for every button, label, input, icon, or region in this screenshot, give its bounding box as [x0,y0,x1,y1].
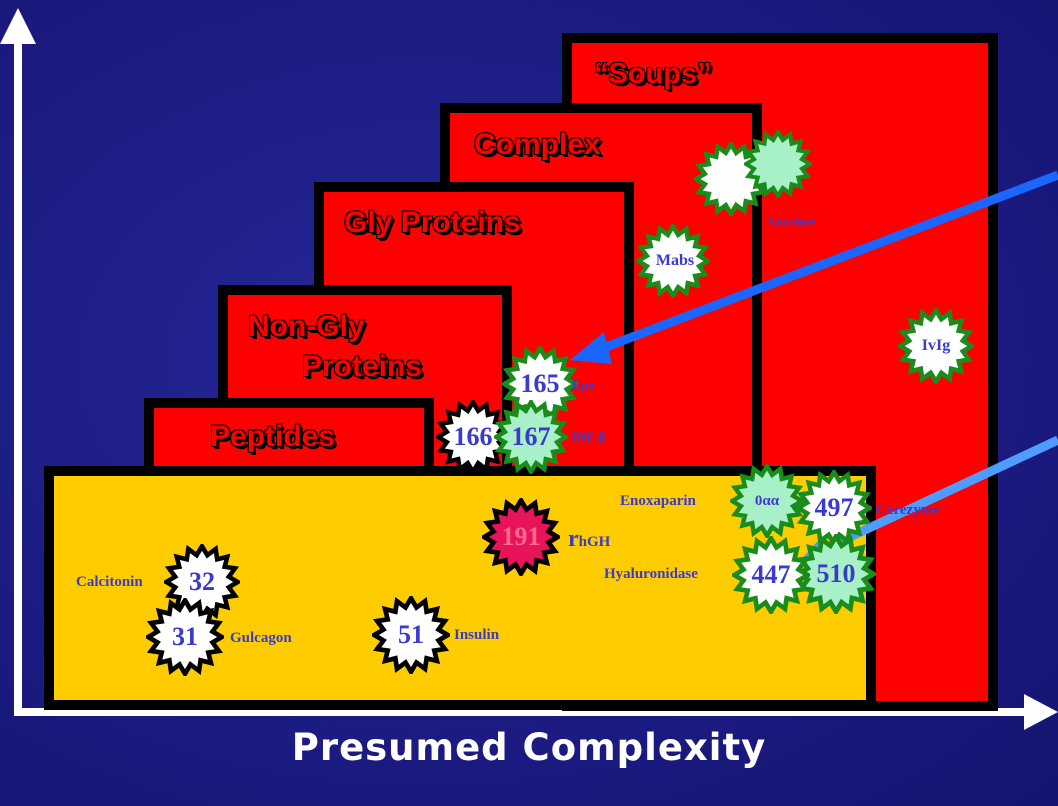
insulin-label: Insulin [454,627,500,643]
star-191: 191 [482,498,560,576]
rhgh-r: r [568,526,579,552]
star-447: 447 [732,536,810,614]
gly-proteins-label: Gly Proteins [344,206,521,239]
star-0aa-text: 0αα [754,492,780,509]
star-510: 510 [796,534,876,614]
arrow-to-447 [820,435,1058,555]
star-165: 165 [502,346,578,422]
rhgh-suffix: hGH [578,534,611,550]
gulcagon-label: Gulcagon [230,630,292,646]
arrow-to-165 [596,170,1058,355]
star-510-number: 510 [816,559,856,588]
star-51-number: 51 [398,620,424,649]
calcitonin-label: Calcitonin [76,574,143,590]
star-447-number: 447 [751,560,791,589]
star-167: 167 [494,400,568,474]
non-gly-label-line2: Proteins [302,350,423,383]
star-497: 497 [796,470,872,546]
enoxaparin-label: Enoxaparin [620,493,696,509]
hyaluronidase-label: Hyaluronidase [604,566,698,582]
y-axis-arrowhead [0,8,36,44]
star-165-number: 165 [520,369,560,398]
x-axis-arrowhead [1024,694,1058,730]
star-mabs: Mabs [636,224,710,298]
complex-label: Complex [474,128,601,161]
star-31-number: 31 [172,622,198,651]
arrow-to-165-head [570,332,612,364]
rhgh-label: rhGH [568,526,610,553]
star-166-number: 166 [453,422,493,451]
star-vaccine-mint [744,130,812,198]
star-31: 31 [146,598,224,676]
star-ivig: IvIg [898,308,974,384]
non-gly-label-line1: Non-Gly [248,310,365,343]
star-0aa: 0αα [730,464,804,538]
mabs-text: Mabs [655,252,695,269]
vaccines-label: Vaccines [768,214,816,229]
epo-label: Epo [572,377,595,392]
inf-beta-label: INF-β [572,429,606,444]
ivig-text: IvIg [921,337,951,354]
star-51: 51 [372,596,450,674]
cerezyme-label: Cerezyme [876,502,940,518]
peptides-label: Peptides [210,420,336,453]
soups-label: “Soups” [594,58,712,90]
star-32-number: 32 [189,567,215,596]
star-167-number: 167 [511,422,551,451]
star-497-number: 497 [814,493,854,522]
star-191-number: 191 [501,522,541,551]
x-axis-title: Presumed Complexity [291,726,767,769]
